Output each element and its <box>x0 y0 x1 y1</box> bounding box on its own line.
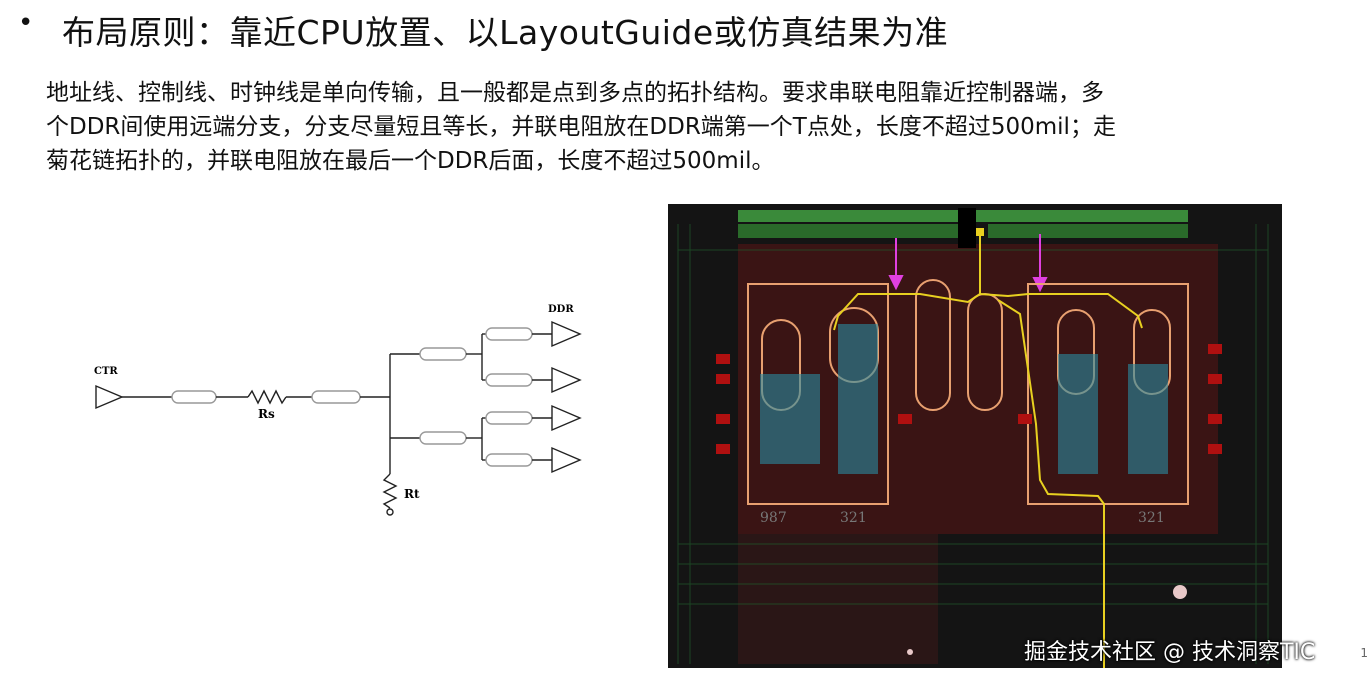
topology-schematic: CTR Rs Rt DDR <box>94 304 582 516</box>
body-line-3: 菊花链拓扑的，并联电阻放在最后一个DDR后面，长度不超过500mil。 <box>46 148 775 174</box>
tline-upper <box>419 347 467 361</box>
ctr-label: CTR <box>94 366 118 377</box>
pcb-silkscreen-right: 321 <box>1138 510 1165 526</box>
rs-label: Rs <box>258 407 275 421</box>
bullet-marker: • <box>18 8 34 38</box>
body-paragraph: 地址线、控制线、时钟线是单向传输，且一般都是点到多点的拓扑结构。要求串联电阻靠近… <box>46 76 1366 178</box>
ddr-label: DDR <box>548 304 574 315</box>
page-number: 1 <box>1360 646 1368 660</box>
ddr-receiver-2 <box>551 366 582 394</box>
pcb-silkscreen-left: 987 <box>760 510 787 526</box>
body-line-2: 个DDR间使用远端分支，分支尽量短且等长，并联电阻放在DDR端第一个T点处，长度… <box>46 114 1116 140</box>
ddr-receiver-4 <box>551 446 582 474</box>
pcb-silkscreen-mid: 321 <box>840 510 867 526</box>
ddr-receiver-3 <box>551 404 582 432</box>
ddr-receiver-1 <box>551 320 582 348</box>
pcb-layout-image: 987 321 321 <box>668 204 1282 668</box>
watermark-text: 掘金技术社区 @ 技术洞察TIC <box>1024 640 1316 665</box>
tline-2 <box>311 390 361 404</box>
tline-lower <box>419 431 467 445</box>
rt-label: Rt <box>404 487 420 501</box>
rt-resistor <box>382 473 398 509</box>
tline-1 <box>171 390 217 404</box>
ctr-driver-symbol <box>95 384 124 410</box>
slide-title: 布局原则：靠近CPU放置、以LayoutGuide或仿真结果为准 <box>62 13 949 52</box>
rs-resistor <box>247 389 287 405</box>
body-line-1: 地址线、控制线、时钟线是单向传输，且一般都是点到多点的拓扑结构。要求串联电阻靠近… <box>46 80 1104 106</box>
